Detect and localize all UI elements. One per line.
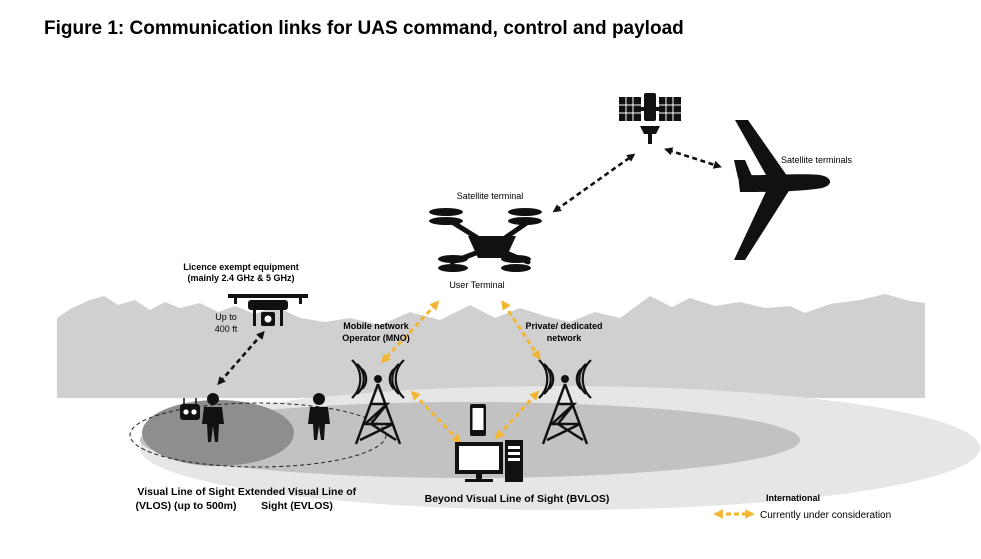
bvlos-label: Beyond Visual Line of Sight (BVLOS) xyxy=(425,493,610,505)
radio-controller-icon xyxy=(180,398,200,420)
link-mno-computer xyxy=(410,390,462,444)
link-controller-drone xyxy=(217,330,265,386)
vlos-label-line2: (VLOS) (up to 500m) xyxy=(136,500,237,512)
link-private-computer xyxy=(494,390,540,440)
legend-item-label: Currently under consideration xyxy=(760,510,891,521)
computer-icon xyxy=(455,440,523,482)
cell-tower-icon xyxy=(351,359,405,445)
person-icon xyxy=(202,393,224,442)
mno-label-line2: Operator (MNO) xyxy=(342,333,410,343)
link-uas-private xyxy=(501,299,541,361)
figure-title: Figure 1: Communication links for UAS co… xyxy=(44,18,684,39)
person-icon xyxy=(308,393,330,440)
bvlos-zone xyxy=(140,402,800,478)
evlos-label-line2: Sight (EVLOS) xyxy=(261,500,333,512)
link-uas-mno xyxy=(380,300,440,364)
link-satellite-airplane xyxy=(664,147,722,169)
private-label-line1: Private/ dedicated xyxy=(525,321,602,331)
quadcopter-icon xyxy=(429,208,542,272)
evlos-label-line1: Extended Visual Line of xyxy=(238,486,357,498)
link-satellite-uas-terminal xyxy=(552,153,636,213)
satellite-terminals-label: Satellite terminals xyxy=(781,155,853,165)
licence-label-line1: Licence exempt equipment xyxy=(183,262,299,272)
legend-heading: International xyxy=(766,493,820,503)
user-terminal-label: User Terminal xyxy=(449,280,504,290)
phone-icon xyxy=(470,404,486,436)
satellite-icon xyxy=(619,93,681,144)
legend: International Currently under considerat… xyxy=(713,493,891,521)
vlos-label-line1: Visual Line of Sight xyxy=(137,486,235,498)
altitude-label-line2: 400 ft xyxy=(215,324,238,334)
licence-label-line2: (mainly 2.4 GHz & 5 GHz) xyxy=(187,273,294,283)
altitude-label-line1: Up to xyxy=(215,312,237,322)
private-label-line2: network xyxy=(547,333,583,343)
mountain-range xyxy=(57,294,925,398)
camera-drone-icon xyxy=(228,294,308,326)
mno-label-line1: Mobile network xyxy=(343,321,409,331)
airplane-icon xyxy=(734,120,831,260)
satellite-terminal-label: Satellite terminal xyxy=(457,191,524,201)
cell-tower-icon xyxy=(538,359,592,445)
